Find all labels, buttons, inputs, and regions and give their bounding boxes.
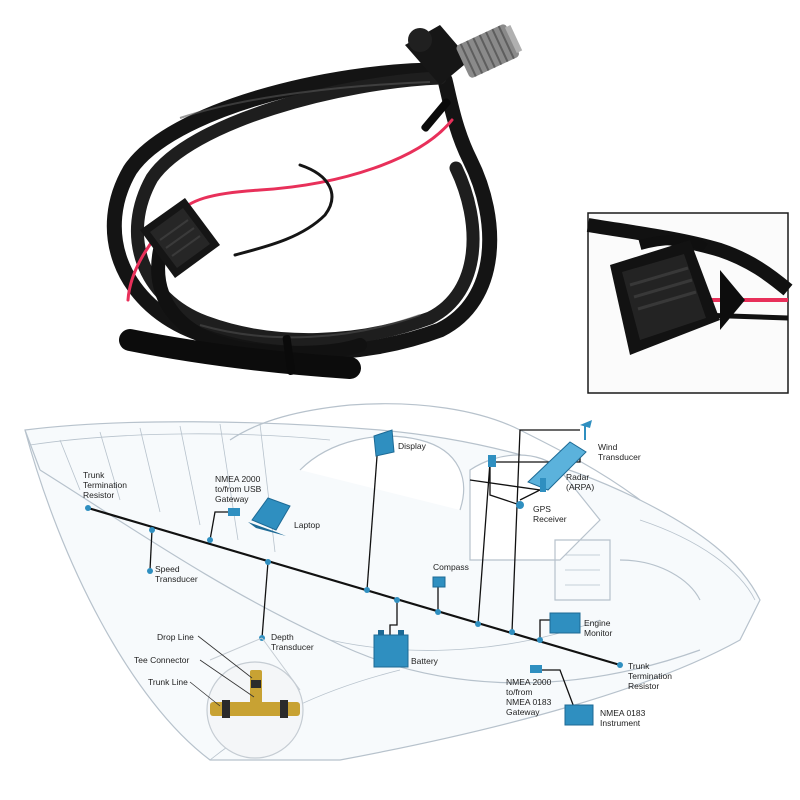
label-compass: Compass [433,562,469,572]
label-battery: Battery [411,656,438,666]
battery-icon [373,630,409,668]
label-display: Display [398,441,426,451]
label-trunk-resistor-right: Trunk Termination Resistor [628,661,672,691]
instrument-icon [564,704,594,726]
boat-icon [24,403,761,761]
label-depth-transducer: Depth Transducer [271,632,314,652]
fuse-closeup-inset [586,212,793,394]
radar-icon [527,441,587,492]
gateway-icon [228,508,542,673]
inline-fuse-icon [140,198,220,278]
display-icon [373,429,395,457]
label-radar: Radar (ARPA) [566,472,595,492]
label-drop-line: Drop Line [157,632,194,642]
label-usb-gateway: NMEA 2000 to/from USB Gateway [215,474,262,504]
label-engine-monitor: Engine Monitor [584,618,613,638]
label-wind-transducer: Wind Transducer [598,442,641,462]
engine-monitor-icon [549,612,581,634]
compass-icon [432,576,446,588]
power-cable-photo [106,24,523,379]
circular-connector-icon [405,24,523,85]
label-speed-transducer: Speed Transducer [155,564,198,584]
label-trunk-resistor-left: Trunk Termination Resistor [83,470,127,500]
tee-connector-magnifier [189,635,304,759]
tee-connector-icon [210,670,300,718]
gps-receiver-icon [488,455,496,467]
laptop-icon [248,497,291,536]
trunk-line [87,506,621,667]
label-0183-gateway: NMEA 2000 to/from NMEA 0183 Gateway [506,677,552,717]
label-laptop: Laptop [294,520,320,530]
wind-transducer-icon [580,420,592,440]
tee-connectors [85,501,623,668]
label-trunk-line: Trunk Line [148,677,188,687]
label-gps-receiver: GPS Receiver [533,504,567,524]
label-tee-connector: Tee Connector [134,655,190,665]
label-0183-instrument: NMEA 0183 Instrument [600,708,646,728]
